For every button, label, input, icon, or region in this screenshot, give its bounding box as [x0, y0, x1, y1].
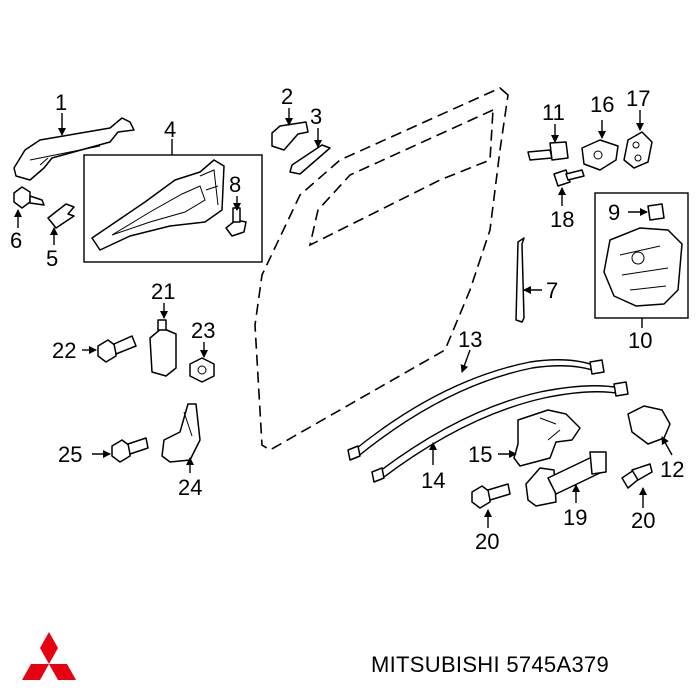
handle-frame-part [91, 159, 225, 251]
door-outline [254, 87, 509, 451]
bolt-part-20-right [621, 463, 653, 489]
clip-part-8 [225, 207, 247, 237]
callout-15: 15 [468, 442, 492, 467]
bracket-part-15 [513, 409, 581, 467]
cable-13 [347, 359, 605, 461]
callout-18: 18 [550, 207, 574, 232]
callout-17: 17 [626, 86, 650, 111]
clip-part-9 [647, 203, 665, 221]
bolt-part-6 [13, 186, 45, 209]
lock-part [603, 227, 683, 307]
nut-part-23 [189, 357, 215, 383]
callout-7: 7 [546, 278, 558, 303]
callout-8: 8 [229, 172, 241, 197]
bracket-part-21 [149, 319, 177, 377]
part-number: 5745A379 [506, 652, 610, 677]
leader-12 [661, 436, 673, 456]
callout-24: 24 [178, 475, 202, 500]
callout-16: 16 [590, 92, 614, 117]
bolt-part-25 [111, 437, 149, 463]
callout-labels: 1 2 3 4 5 6 7 8 9 10 11 12 13 14 15 16 1… [10, 84, 684, 554]
callout-9: 9 [608, 200, 620, 225]
bracket-part-24 [161, 403, 201, 463]
callout-21: 21 [151, 279, 175, 304]
callout-10: 10 [628, 328, 652, 353]
striker-part-16 [581, 139, 619, 171]
screw-part-11 [527, 141, 569, 161]
cover-part-12 [627, 405, 671, 445]
callout-20-right: 20 [631, 508, 655, 533]
screw-part-18 [553, 169, 585, 187]
shim-part-17 [623, 131, 653, 169]
clip-part-5 [47, 203, 75, 229]
bracket-part-2 [271, 121, 309, 151]
pad-part-3 [289, 144, 331, 175]
callout-2: 2 [281, 84, 293, 109]
outside-handle-part [13, 117, 135, 181]
callout-13: 13 [458, 327, 482, 352]
callout-11: 11 [542, 100, 565, 125]
callout-3: 3 [310, 104, 322, 129]
callout-12: 12 [660, 457, 684, 482]
callout-5: 5 [46, 246, 58, 271]
leader-13 [460, 349, 471, 373]
bolt-part-20-center [471, 483, 511, 509]
callout-14: 14 [421, 468, 445, 493]
bolt-part-22 [97, 335, 137, 363]
mitsubishi-logo-icon [22, 632, 76, 680]
frame-box-4 [83, 154, 263, 263]
rod-part-7 [515, 237, 525, 323]
check-link-part-19 [525, 451, 607, 507]
callout-22: 22 [52, 338, 76, 363]
callout-25: 25 [58, 442, 82, 467]
footer-caption: MITSUBISHI 5745A379 [371, 652, 609, 678]
brand-name: MITSUBISHI [371, 652, 500, 677]
callout-19: 19 [563, 505, 587, 530]
cable-14 [371, 381, 629, 483]
callout-6: 6 [10, 228, 22, 253]
callout-1: 1 [55, 90, 67, 115]
callout-23: 23 [191, 318, 215, 343]
callout-4: 4 [164, 117, 176, 142]
callout-20-center: 20 [475, 529, 499, 554]
